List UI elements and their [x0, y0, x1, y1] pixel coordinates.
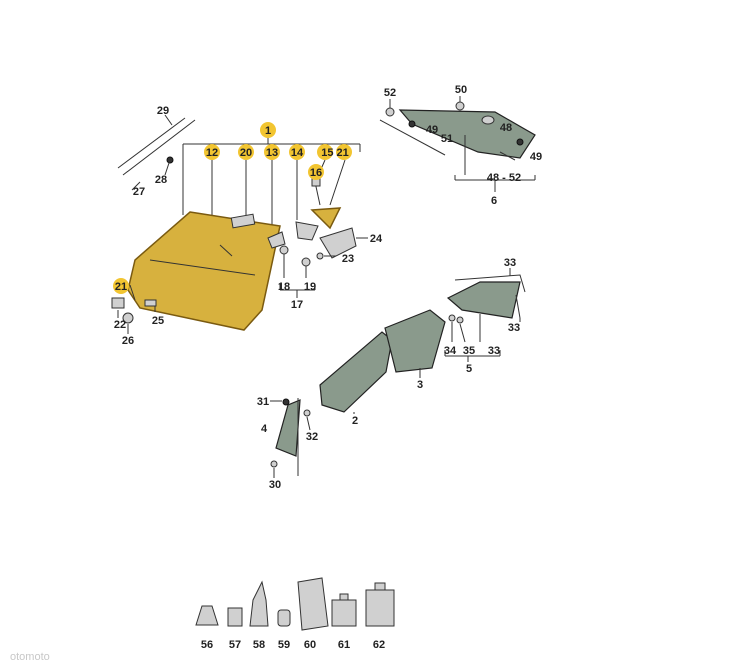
- door-window-2: [319, 331, 393, 413]
- label-1: 1: [265, 125, 271, 137]
- part-56: [195, 605, 219, 626]
- label-17: 17: [291, 299, 303, 311]
- label-32: 32: [306, 431, 318, 443]
- label-60: 60: [304, 639, 316, 651]
- clip-23: [316, 252, 324, 260]
- pin-25: [144, 299, 157, 307]
- label-22: 22: [114, 319, 126, 331]
- label-62: 62: [373, 639, 385, 651]
- label-57: 57: [229, 639, 241, 651]
- windshield-glass: [127, 211, 281, 331]
- part-62: [365, 589, 395, 627]
- label-59: 59: [278, 639, 290, 651]
- label-23: 23: [342, 253, 354, 265]
- label-34: 34: [444, 345, 457, 357]
- side-window-5: [446, 281, 521, 319]
- label-56: 56: [201, 639, 213, 651]
- part-labels: 1 12 20 13 14 15 21 16 21 29 28 27 24 23…: [10, 84, 542, 663]
- label-48-52: 48 - 52: [487, 172, 521, 184]
- label-61: 61: [338, 639, 350, 651]
- label-33-right: 33: [508, 322, 520, 334]
- label-19: 19: [304, 281, 316, 293]
- label-21: 21: [115, 281, 127, 293]
- label-18: 18: [278, 281, 290, 293]
- label-26: 26: [122, 335, 134, 347]
- label-16: 16: [310, 167, 322, 179]
- watermark: otomoto: [10, 651, 50, 663]
- label-5: 5: [466, 363, 472, 375]
- label-35: 35: [463, 345, 475, 357]
- label-52: 52: [384, 87, 396, 99]
- trim-strip-29: [117, 117, 196, 176]
- rear-window-glass: [398, 109, 536, 159]
- label-49-right: 49: [530, 151, 542, 163]
- windshield-group: [111, 114, 368, 334]
- label-27: 27: [133, 186, 145, 198]
- part-61: [331, 599, 357, 627]
- highlight-badges: [113, 122, 352, 294]
- label-49-left: 49: [426, 124, 438, 136]
- rear-window-group: [379, 96, 536, 192]
- part-58: [249, 580, 269, 627]
- label-48: 48: [500, 122, 512, 134]
- plug-26: [122, 312, 134, 324]
- part-60: [297, 577, 329, 631]
- cover-15: [310, 207, 342, 230]
- label-12: 12: [206, 147, 218, 159]
- label-3: 3: [417, 379, 423, 391]
- label-30: 30: [269, 479, 281, 491]
- part-57: [227, 607, 243, 627]
- clip-18: [279, 245, 289, 255]
- label-25: 25: [152, 315, 164, 327]
- label-33-bottom: 33: [488, 345, 500, 357]
- label-58: 58: [253, 639, 265, 651]
- label-14: 14: [291, 147, 304, 159]
- door-windows-group: [270, 268, 526, 478]
- bracket-13: [267, 231, 286, 249]
- label-13: 13: [266, 147, 278, 159]
- label-24: 24: [370, 233, 383, 245]
- trim-cover-24: [319, 227, 357, 259]
- spacer-22: [111, 297, 125, 309]
- mirror-mount-14: [295, 221, 319, 241]
- label-50: 50: [455, 84, 467, 96]
- label-31: 31: [257, 396, 269, 408]
- label-28: 28: [155, 174, 167, 186]
- label-51: 51: [441, 133, 453, 145]
- label-6: 6: [491, 195, 497, 207]
- quarter-window-4: [275, 399, 301, 457]
- part-59: [277, 609, 291, 627]
- door-window-3: [384, 309, 446, 373]
- label-33-top: 33: [504, 257, 516, 269]
- clip-19: [301, 257, 311, 267]
- label-2: 2: [352, 415, 358, 427]
- label-4: 4: [261, 423, 268, 435]
- sensor-pad-20: [230, 213, 256, 229]
- label-20: 20: [240, 147, 252, 159]
- label-15-21: 15 21: [321, 147, 349, 159]
- label-29: 29: [157, 105, 169, 117]
- accessories-group: [195, 577, 395, 631]
